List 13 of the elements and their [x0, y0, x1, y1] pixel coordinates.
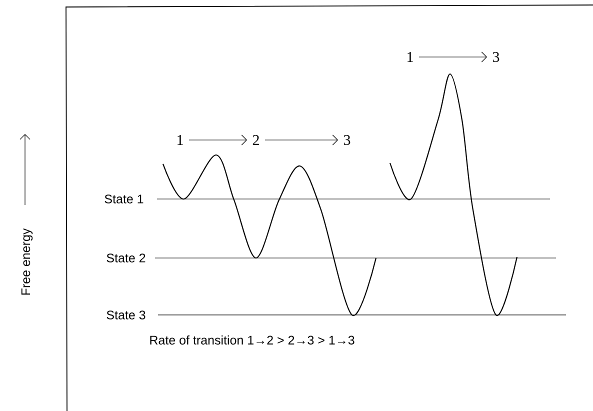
- state-number: 1: [178, 135, 183, 145]
- axis-label: Free energy: [21, 228, 33, 295]
- state-number: 1: [408, 52, 413, 62]
- state-number: 2: [252, 135, 259, 145]
- state-number: 3: [492, 52, 500, 62]
- arrow: [418, 52, 488, 62]
- level-label: State 3: [106, 310, 146, 320]
- caption-text: Rate of transition 1→2 > 2→3 > 1→3: [150, 335, 354, 345]
- level-label: State 1: [104, 194, 144, 204]
- arrow: [188, 134, 248, 146]
- arrow: [264, 134, 338, 146]
- state-number: 3: [344, 134, 350, 146]
- level-label: State 2: [106, 254, 146, 262]
